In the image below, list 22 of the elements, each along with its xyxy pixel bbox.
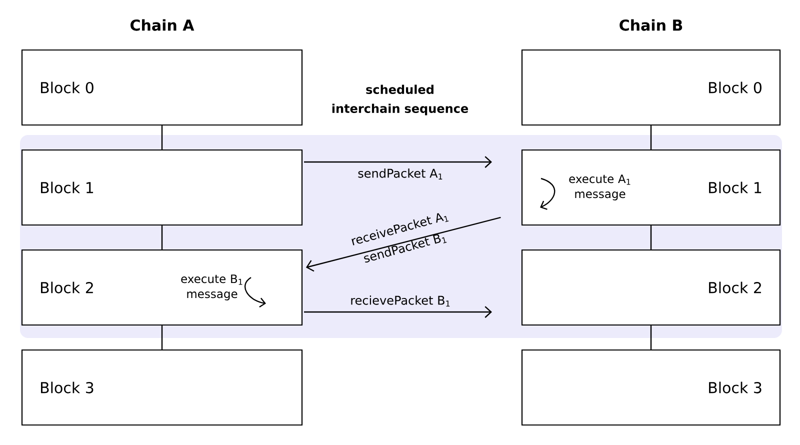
node-label: scheduled interchain sequence xyxy=(332,84,468,116)
arrow xyxy=(304,306,492,318)
block-box: Block 2 xyxy=(521,249,781,326)
block-box: Block 3 xyxy=(21,349,303,426)
edge-label: sendPacket A$_{1}$ xyxy=(358,168,442,180)
chain-link xyxy=(650,326,652,350)
chain-link xyxy=(650,226,652,250)
chain-link xyxy=(161,226,163,250)
arrow xyxy=(304,156,492,168)
block-box: Block 3 xyxy=(521,349,781,426)
chain-title: Chain B xyxy=(620,19,682,31)
chain-link xyxy=(161,326,163,350)
chain-link xyxy=(650,126,652,150)
block-note: execute B$_{1}$ message xyxy=(181,274,242,300)
chain-title: Chain A xyxy=(130,19,194,31)
edge-label: recievePacket B$_{1}$ xyxy=(351,296,450,306)
block-box: Block 1 xyxy=(21,149,303,226)
block-box: Block 0 xyxy=(521,49,781,126)
arrow xyxy=(306,216,501,272)
chain-link xyxy=(161,126,163,150)
block-note: execute A$_{1}$ message xyxy=(569,174,630,200)
block-box: Block 0 xyxy=(21,49,303,126)
